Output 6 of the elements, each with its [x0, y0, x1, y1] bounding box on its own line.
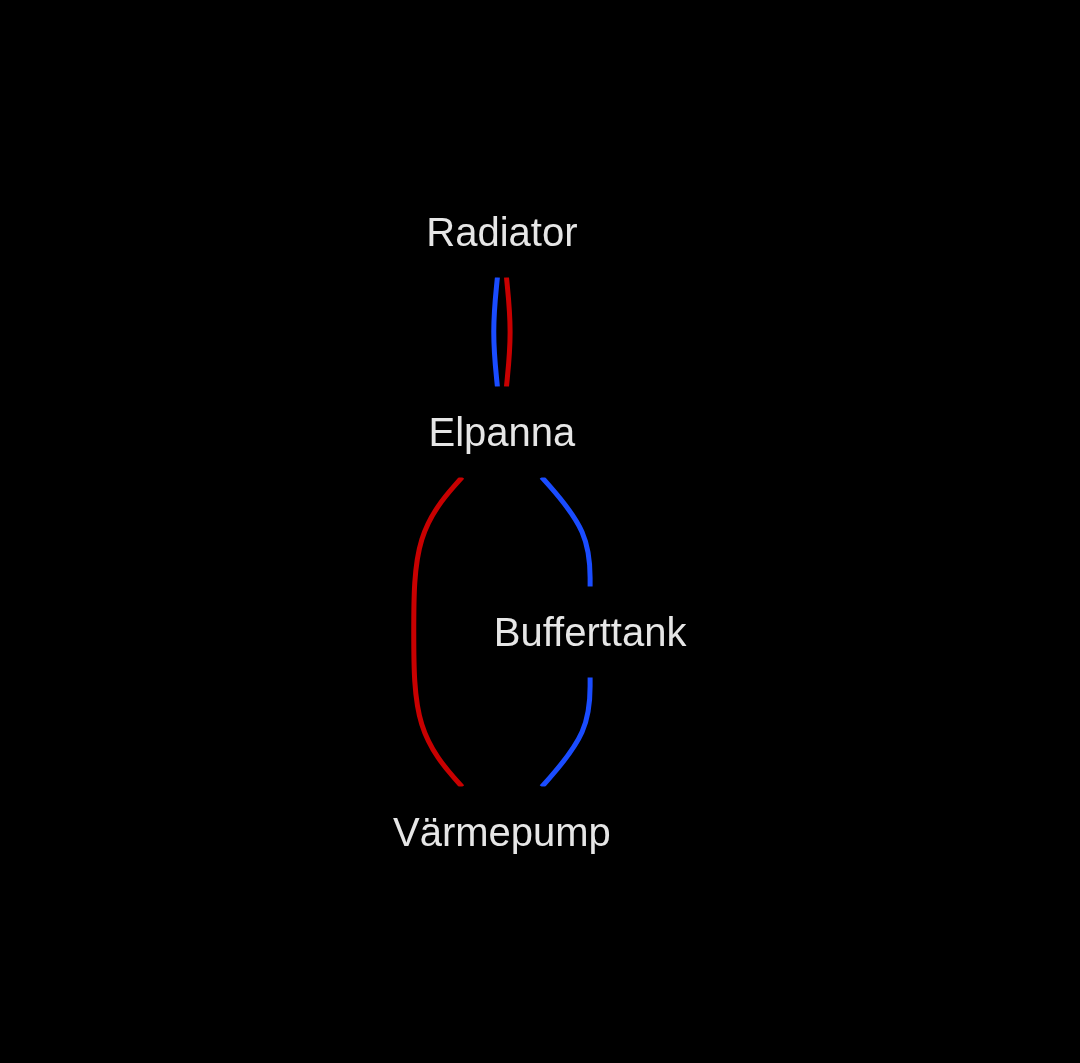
- node-text: Elpanna: [428, 409, 576, 454]
- connector: [504, 276, 513, 387]
- connector: [491, 276, 501, 387]
- node-text: Bufferttank: [494, 609, 687, 654]
- node-text: Värmepump: [393, 809, 612, 854]
- node-text: Radiator: [426, 209, 578, 254]
